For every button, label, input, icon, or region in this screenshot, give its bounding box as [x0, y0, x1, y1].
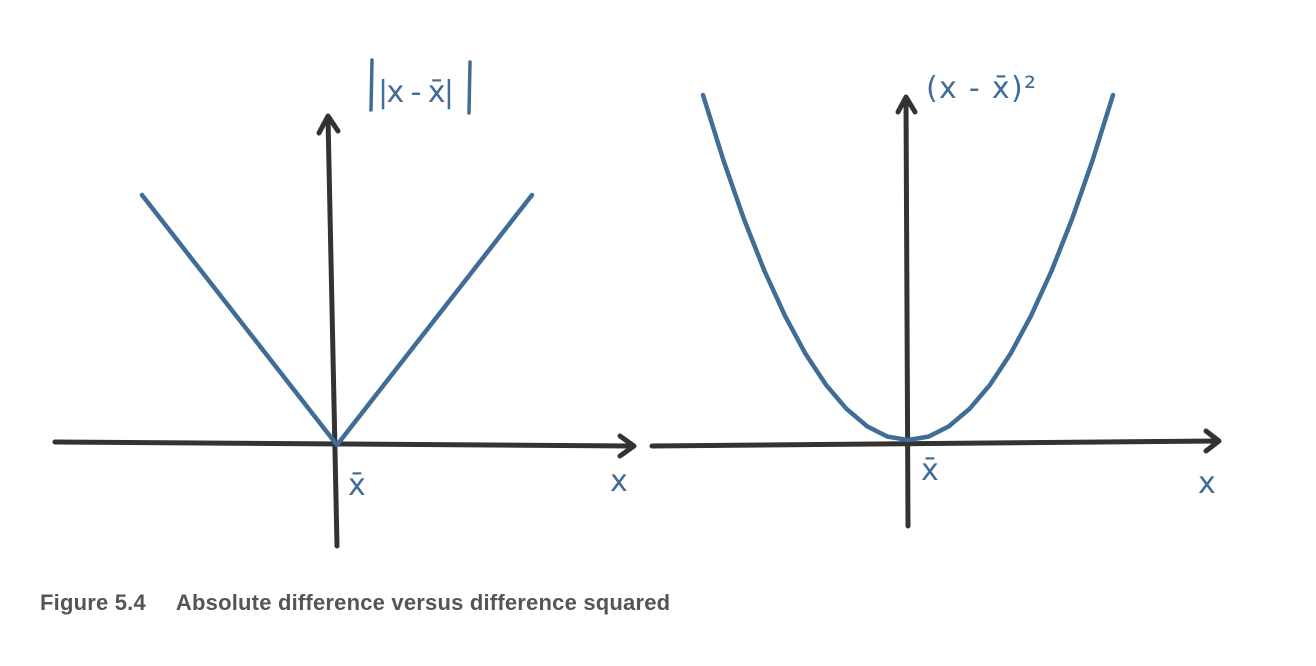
y-axis [903, 95, 911, 529]
abs-diff-panel: |x - x̄| x x̄ [52, 58, 637, 549]
series-line-0 [700, 92, 1116, 443]
x-bar-label: x̄ [921, 453, 939, 488]
figure-caption: Figure 5.4 Absolute difference versus dif… [40, 590, 670, 616]
x-axis-arrowhead [617, 433, 637, 459]
y-axis-arrowhead [316, 113, 341, 136]
figure-number: Figure 5.4 [40, 590, 146, 615]
x-axis [649, 438, 1221, 449]
abs-bar-left [369, 58, 374, 112]
abs-diff-title: |x - x̄| [369, 58, 472, 115]
sq-diff-panel: (x - x̄)² x x̄ [649, 71, 1222, 529]
chart-title: (x - x̄)² [926, 71, 1036, 106]
y-axis-arrowhead [895, 94, 918, 115]
x-axis [52, 439, 635, 449]
x-bar-label: x̄ [348, 468, 366, 503]
abs-diff-plot [139, 192, 535, 448]
series-line-0 [139, 192, 535, 448]
y-axis [325, 115, 340, 549]
figure: |x - x̄| x x̄ (x - x̄)² x x̄ [52, 58, 1222, 549]
sq-diff-plot [700, 92, 1116, 443]
x-axis-label: x [610, 464, 628, 499]
x-axis-label: x [1198, 466, 1216, 501]
x-axis-arrowhead [1203, 428, 1222, 454]
figure-caption-text: Absolute difference versus difference sq… [175, 590, 671, 615]
abs-bar-right [467, 60, 472, 115]
chart-title: |x - x̄| [378, 75, 454, 110]
